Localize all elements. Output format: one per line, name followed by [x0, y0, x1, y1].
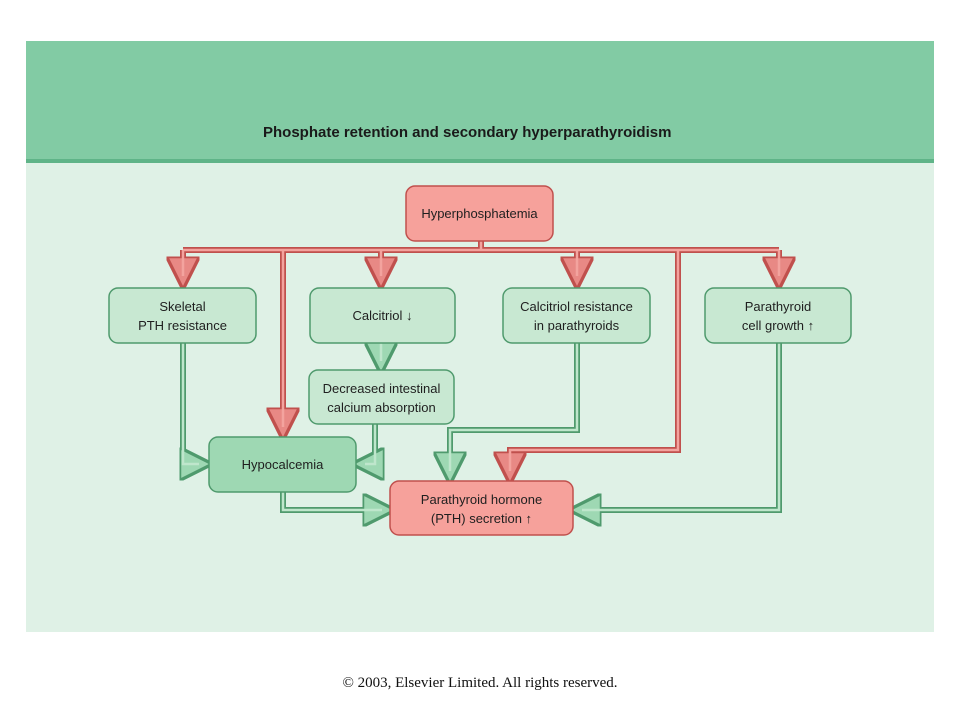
node-pth-secretion: Parathyroid hormone (PTH) secretion ↑ — [389, 480, 574, 536]
copyright-notice: © 2003, Elsevier Limited. All rights res… — [342, 675, 618, 691]
node-calcitriol: Calcitriol ↓ — [309, 287, 456, 344]
node-skeletal-pth-resistance: Skeletal PTH resistance — [108, 287, 257, 344]
node-label: in parathyroids — [534, 318, 620, 333]
red-connectors — [183, 241, 779, 478]
node-label: Calcitriol ↓ — [353, 308, 413, 323]
node-label: Decreased intestinal — [323, 381, 441, 396]
node-label: calcium absorption — [327, 400, 435, 415]
node-label: cell growth ↑ — [742, 318, 814, 333]
node-hypocalcemia: Hypocalcemia — [208, 436, 357, 493]
node-parathyroid-cell-growth: Parathyroid cell growth ↑ — [704, 287, 852, 344]
node-label: Parathyroid — [745, 299, 811, 314]
node-label: Hypocalcemia — [242, 457, 324, 472]
figure-title: Phosphate retention and secondary hyperp… — [263, 124, 672, 141]
green-connectors — [183, 343, 782, 510]
node-label: Calcitriol resistance — [520, 299, 633, 314]
node-label: PTH resistance — [138, 318, 227, 333]
node-label: Hyperphosphatemia — [421, 206, 538, 221]
node-label: Skeletal — [159, 299, 205, 314]
node-calcitriol-resistance: Calcitriol resistance in parathyroids — [502, 287, 651, 344]
header-band: Phosphate retention and secondary hyperp… — [26, 41, 934, 163]
node-label: Parathyroid hormone — [421, 492, 542, 507]
node-label: (PTH) secretion ↑ — [431, 511, 532, 526]
node-decreased-calcium-absorption: Decreased intestinal calcium absorption — [308, 369, 455, 425]
node-hyperphosphatemia: Hyperphosphatemia — [405, 185, 554, 242]
